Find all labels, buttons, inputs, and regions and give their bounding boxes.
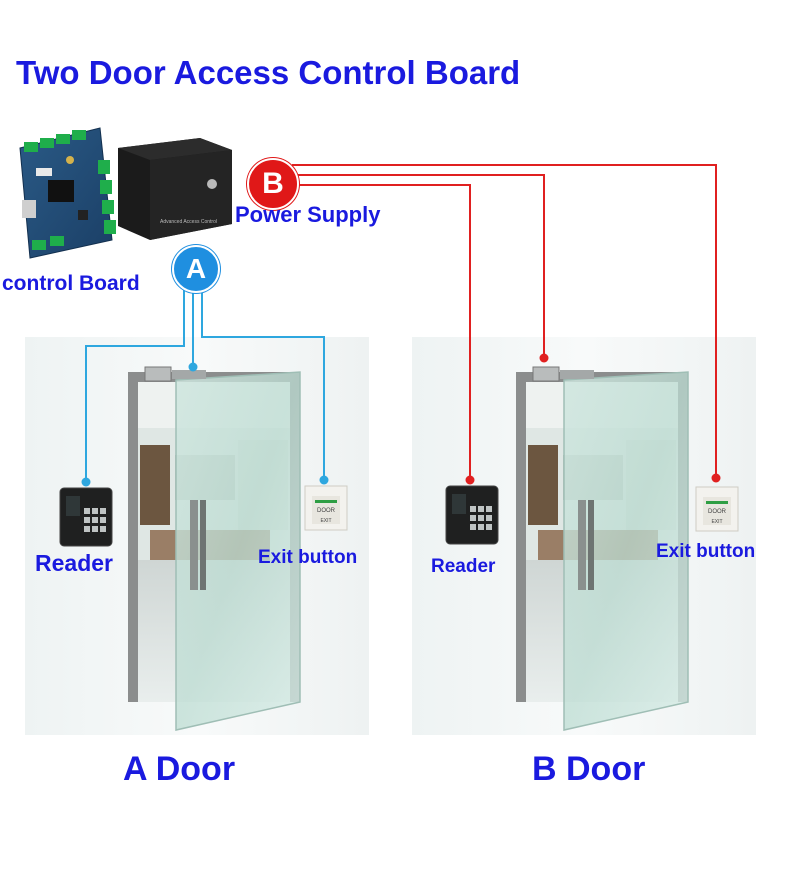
reader-a-device	[59, 487, 113, 547]
exit-button-a-label: Exit button	[258, 547, 358, 568]
wires-a	[85, 287, 325, 482]
exit-button-b-device: DOOR EXIT	[695, 486, 739, 532]
box-caption: Advanced Access Control	[160, 219, 217, 225]
wire-b-endpoints	[465, 353, 721, 485]
badge-b: B	[247, 158, 299, 210]
reader-a-label: Reader	[35, 550, 113, 576]
page-title: Two Door Access Control Board	[16, 54, 521, 91]
exit-b-face-bottom: EXIT	[711, 519, 722, 525]
control-board-image	[19, 127, 116, 259]
wires-b	[292, 164, 717, 480]
wire-a-endpoints	[81, 362, 329, 487]
exit-button-b-label: Exit button	[656, 541, 756, 562]
door-a-label: A Door	[123, 750, 236, 788]
power-supply-image: Advanced Access Control	[118, 138, 232, 240]
exit-button-a-device: DOOR EXIT	[304, 485, 348, 531]
reader-b-label: Reader	[431, 556, 496, 577]
control-board-label: control Board	[2, 272, 140, 295]
door-b-label: B Door	[532, 750, 646, 788]
power-supply-label: Power Supply	[235, 202, 381, 227]
exit-a-face-bottom: EXIT	[320, 518, 331, 524]
badge-a: A	[172, 245, 220, 293]
badge-a-letter: A	[185, 253, 207, 284]
door-a-scene	[25, 337, 369, 735]
badge-b-letter: B	[262, 167, 284, 200]
reader-b-device	[445, 485, 499, 545]
door-b-scene	[412, 337, 756, 735]
exit-b-face-top: DOOR	[708, 509, 727, 515]
exit-a-face-top: DOOR	[317, 508, 336, 514]
